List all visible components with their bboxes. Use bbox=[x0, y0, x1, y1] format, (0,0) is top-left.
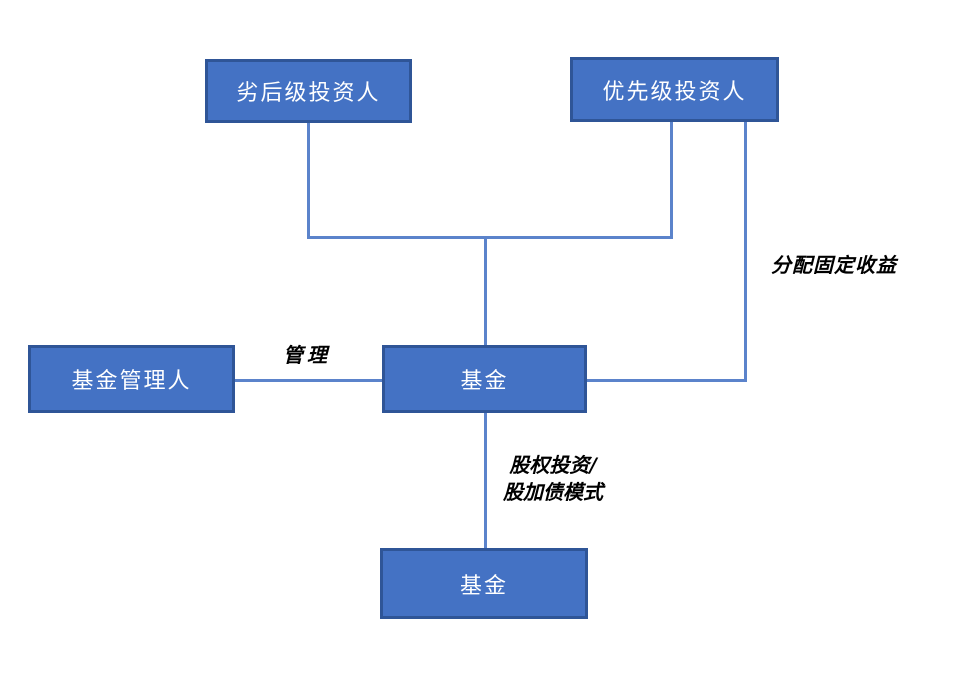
node-fund: 基金 bbox=[382, 345, 587, 413]
connector-fund-to-subfund bbox=[484, 413, 487, 548]
connector-subordinated-down bbox=[307, 123, 310, 239]
edge-label-distribute-fixed-income: 分配固定收益 bbox=[771, 253, 897, 277]
connector-fixed-income-horizontal bbox=[587, 379, 747, 382]
connector-join-to-fund bbox=[484, 239, 487, 345]
edge-label-equity-investment-mode: 股权投资/ 股加债模式 bbox=[490, 452, 616, 506]
connector-fixed-income-vertical bbox=[744, 122, 747, 382]
edge-label-manage: 管理 bbox=[283, 343, 331, 367]
connector-manager-to-fund bbox=[235, 379, 382, 382]
node-subordinated-investor: 劣后级投资人 bbox=[205, 59, 412, 123]
connector-senior-down bbox=[670, 122, 673, 239]
node-sub-fund: 基金 bbox=[380, 548, 588, 619]
node-fund-manager: 基金管理人 bbox=[28, 345, 235, 413]
node-senior-investor: 优先级投资人 bbox=[570, 57, 779, 122]
connector-investors-join bbox=[307, 236, 673, 239]
edge-label-equity-line1: 股权投资/ bbox=[509, 453, 597, 477]
edge-label-equity-line2: 股加债模式 bbox=[503, 480, 603, 504]
